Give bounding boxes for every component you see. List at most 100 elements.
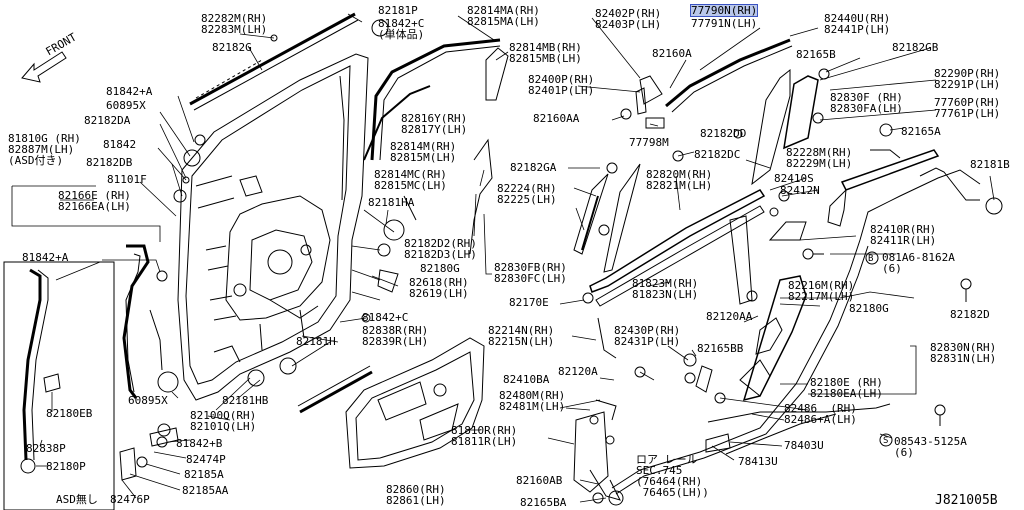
label-82814ma[interactable]: 82814MA(RH) 82815MA(LH) [467, 4, 540, 28]
label-82228m[interactable]: 82228M(RH) 82229M(LH) [786, 146, 853, 170]
label-82410r[interactable]: 82410R(RH) 82411R(LH) [870, 223, 937, 247]
label-81810r[interactable]: 81810R(RH) 81811R(LH) [451, 424, 518, 448]
label-82182d[interactable]: 82182D [950, 308, 990, 321]
label-82165b[interactable]: 82165B [796, 48, 836, 61]
label-82160ab[interactable]: 82160AB [516, 474, 563, 487]
label-82410ba[interactable]: 82410BA [503, 373, 550, 386]
cable-wires [707, 169, 981, 455]
label-82838r[interactable]: 82838R(RH) 82839R(LH) [362, 324, 429, 348]
label-82182db[interactable]: 82182DB [86, 156, 133, 169]
bolt-b-icon [865, 251, 879, 265]
label-82182da[interactable]: 82182DA [84, 114, 131, 127]
center-rail [827, 149, 1003, 227]
label-82166e[interactable]: 82166E (RH) 82166EA(LH) [58, 189, 131, 213]
label-77760p[interactable]: 77760P(RH) 77761P(LH) [934, 96, 1001, 120]
label-82476p[interactable]: 82476P [110, 493, 150, 506]
label-081a6[interactable]: 081A6-8162A (6) [882, 251, 955, 275]
lower-weatherstrip [297, 365, 373, 414]
label-82830fb[interactable]: 82830FB(RH) 82830FC(LH) [494, 261, 567, 285]
diagram-code: J821005B [935, 493, 998, 508]
label-82182ga[interactable]: 82182GA [510, 161, 557, 174]
label-82170e[interactable]: 82170E [509, 296, 549, 309]
label-82814m[interactable]: 82814M(RH) 82815M(LH) [390, 140, 457, 164]
label-78413u[interactable]: 78413U [738, 455, 778, 468]
label-82180p[interactable]: 82180P [46, 460, 86, 473]
label-82100q[interactable]: 82100Q(RH) 82101Q(LH) [190, 409, 257, 433]
label-82181ha[interactable]: 82181HA [368, 196, 415, 209]
label-82214n[interactable]: 82214N(RH) 82215N(LH) [488, 324, 555, 348]
bolt-fasteners [582, 68, 972, 506]
label-82814mc[interactable]: 82814MC(RH) 82815MC(LH) [374, 168, 447, 192]
small-fasteners [119, 19, 405, 481]
label-82180eb[interactable]: 82180EB [46, 407, 93, 420]
label-81842a-mid[interactable]: 81842+A [22, 251, 69, 264]
label-82182d2[interactable]: 82182D2(RH) 82182D3(LH) [404, 237, 477, 261]
label-08543[interactable]: 08543-5125A (6) [894, 435, 967, 459]
label-82430p[interactable]: 82430P(RH) 82431P(LH) [614, 324, 681, 348]
label-82181p[interactable]: 82181P [378, 4, 418, 17]
label-82830f[interactable]: 82830F (RH) 82830FA(LH) [830, 91, 903, 115]
label-82182g[interactable]: 82182G [212, 41, 252, 54]
label-82120a[interactable]: 82120A [558, 365, 598, 378]
label-82410s[interactable]: 82410S [774, 172, 814, 185]
label-81842[interactable]: 81842 [103, 138, 137, 151]
label-82224[interactable]: 82224(RH) 82225(LH) [497, 182, 557, 206]
label-82814mb[interactable]: 82814MB(RH) 82815MB(LH) [509, 41, 582, 65]
label-77791n[interactable]: 77791N(LH) [691, 17, 758, 30]
label-82160a[interactable]: 82160A [652, 47, 692, 60]
label-82860[interactable]: 82860(RH) 82861(LH) [386, 483, 446, 507]
label-lower-rail-sec745[interactable]: ロア レール SEC.745 (76464(RH) 76465(LH)) [636, 453, 709, 499]
label-82440u[interactable]: 82440U(RH) 82441P(LH) [824, 12, 891, 36]
center-guide-strips [573, 163, 766, 359]
label-82181hb[interactable]: 82181HB [222, 394, 269, 407]
door-sash-channels [339, 38, 509, 255]
label-82120aa[interactable]: 82120AA [706, 310, 753, 323]
label-60895x-top[interactable]: 60895X [106, 99, 146, 112]
label-82282m[interactable]: 82282M(RH) 82283M(LH) [201, 12, 268, 36]
label-82216m[interactable]: 82216M(RH) 82217M(LH) [788, 279, 855, 303]
label-82180g-mid[interactable]: 82180G [849, 302, 889, 315]
label-82290p[interactable]: 82290P(RH) 82291P(LH) [934, 67, 1001, 91]
label-82160aa[interactable]: 82160AA [533, 112, 580, 125]
label-82181b[interactable]: 82181B [970, 158, 1010, 171]
label-82165bb[interactable]: 82165BB [697, 342, 744, 355]
label-81842b[interactable]: 81842+B [176, 437, 223, 450]
label-82182dc[interactable]: 82182DC [694, 148, 741, 161]
front-arrow-icon [21, 51, 67, 83]
label-82618[interactable]: 82618(RH) 82619(LH) [409, 276, 469, 300]
label-81842c-mid[interactable]: 81842+C [362, 311, 409, 324]
label-82400p[interactable]: 82400P(RH) 82401P(LH) [528, 73, 595, 97]
label-81842c-top[interactable]: 81842+C (単体品) [378, 17, 425, 41]
label-82165ba[interactable]: 82165BA [520, 496, 567, 509]
label-81823m[interactable]: 81823M(RH) 81823N(LH) [632, 277, 699, 301]
label-82185aa[interactable]: 82185AA [182, 484, 229, 497]
label-81810g[interactable]: 81810G (RH) 82887M(LH) (ASD付き) [8, 132, 81, 167]
label-78403u[interactable]: 78403U [784, 439, 824, 452]
label-60895x-bot[interactable]: 60895X [128, 394, 168, 407]
label-82182gb[interactable]: 82182GB [892, 41, 939, 54]
label-82486[interactable]: 82486 (RH) 82486+A(LH) [784, 402, 857, 426]
label-81842a[interactable]: 81842+A [106, 85, 153, 98]
label-82838p[interactable]: 82838P [26, 442, 66, 455]
label-82816y[interactable]: 82816Y(RH) 82817Y(LH) [401, 112, 468, 136]
label-82480m[interactable]: 82480M(RH) 82481M(LH) [499, 389, 566, 413]
label-82180e[interactable]: 82180E (RH) 82180EA(LH) [810, 376, 883, 400]
door-trim-panel [345, 337, 485, 469]
label-82181h[interactable]: 82181H [296, 335, 336, 348]
roof-weatherstrip [189, 12, 359, 111]
label-81101f[interactable]: 81101F [107, 173, 147, 186]
label-82830n[interactable]: 82830N(RH) 82831N(LH) [930, 341, 997, 365]
label-82402p[interactable]: 82402P(RH) 82403P(LH) [595, 7, 662, 31]
screw-s-icon [879, 433, 893, 447]
label-82180g-top[interactable]: 82180G [420, 262, 460, 275]
label-77790n-highlighted[interactable]: 77790N(RH) [689, 4, 759, 17]
label-82820m[interactable]: 82820M(RH) 82821M(LH) [646, 168, 713, 192]
label-82412n[interactable]: 82412N [780, 184, 820, 197]
svg-text:S: S [883, 436, 888, 446]
label-77798m[interactable]: 77798M [629, 136, 669, 149]
label-82165a[interactable]: 82165A [901, 125, 941, 138]
label-82474p[interactable]: 82474P [186, 453, 226, 466]
label-82182dd[interactable]: 82182DD [700, 127, 747, 140]
label-82185a[interactable]: 82185A [184, 468, 224, 481]
